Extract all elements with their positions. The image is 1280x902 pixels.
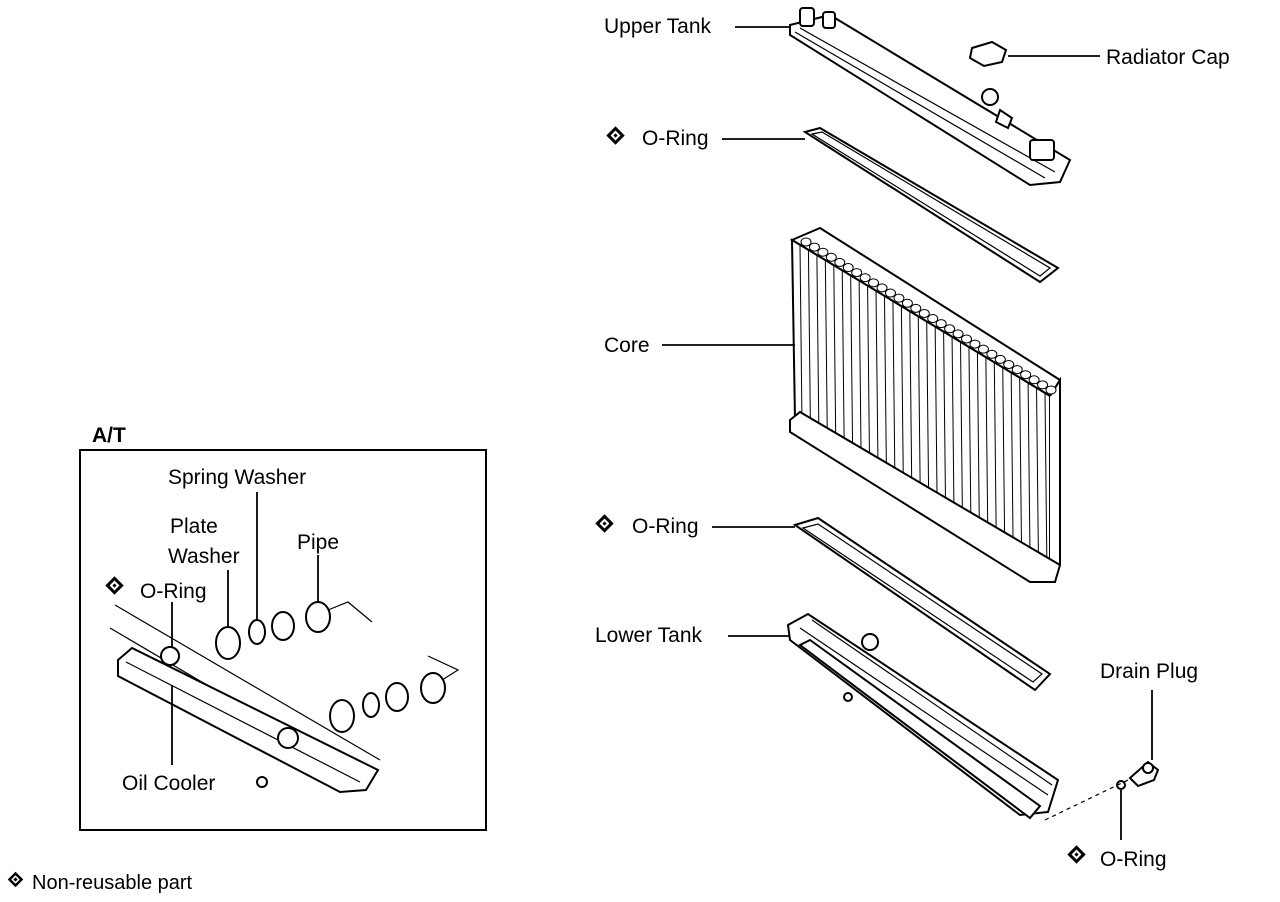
- diamond-icon: [105, 576, 124, 595]
- plate-washer-label-line2: Washer: [168, 545, 240, 568]
- inset-frame: [79, 449, 487, 831]
- upper-o-ring: [802, 126, 1060, 284]
- lower-tank: [786, 612, 1060, 820]
- diamond-icon: [595, 514, 614, 533]
- inset-radiator-tank: [109, 604, 381, 794]
- upper-tank: [789, 7, 1072, 187]
- diamond-icon: [7, 871, 24, 888]
- upper-tank-label: Upper Tank: [604, 15, 712, 38]
- pipe-label: Pipe: [297, 531, 339, 554]
- o-ring-3-label: O-Ring: [1100, 848, 1167, 871]
- drain-plug-label: Drain Plug: [1100, 660, 1198, 683]
- lower-o-ring: [792, 516, 1052, 692]
- radiator-cap-label: Radiator Cap: [1106, 46, 1230, 69]
- radiator-cap: [968, 40, 1008, 68]
- drain-plug: [1116, 760, 1160, 790]
- core: [789, 226, 1062, 583]
- o-ring-2-label: O-Ring: [632, 515, 699, 538]
- lower-tank-label: Lower Tank: [595, 624, 703, 647]
- inset-o-ring-label: O-Ring: [140, 580, 207, 603]
- spring-washer-label: Spring Washer: [168, 466, 306, 489]
- inset-fittings-lower: [329, 655, 460, 733]
- core-label: Core: [604, 334, 650, 357]
- diamond-icon: [1067, 845, 1086, 864]
- inset-fittings-upper: [215, 601, 373, 660]
- o-ring-1-label: O-Ring: [642, 127, 709, 150]
- plate-washer-label-line1: Plate: [170, 515, 218, 538]
- drain-plug-dashed-line: [1044, 779, 1129, 821]
- inset-title: A/T: [92, 424, 126, 447]
- legend-label: Non-reusable part: [32, 872, 193, 894]
- diamond-icon: [606, 126, 625, 145]
- oil-cooler-label: Oil Cooler: [122, 772, 215, 795]
